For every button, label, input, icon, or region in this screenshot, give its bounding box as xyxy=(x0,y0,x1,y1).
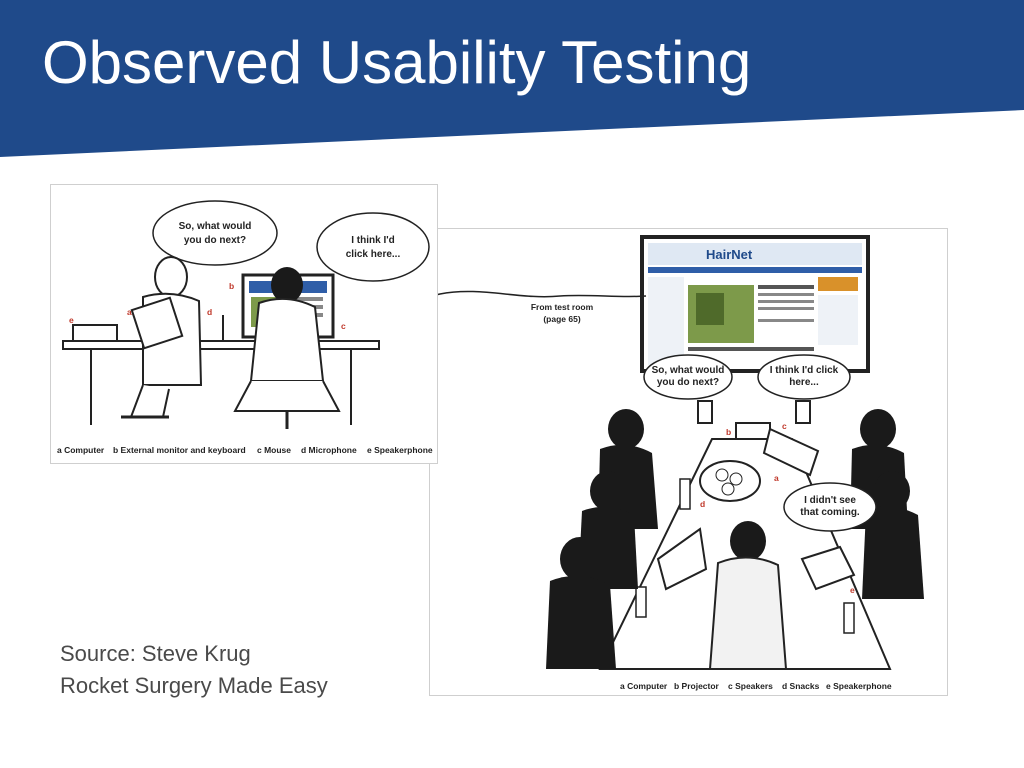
bubble-right-line1: I think I'd click xyxy=(770,365,839,376)
bubble-right-line2: here... xyxy=(789,377,819,388)
bubble-observer-line1: I didn't see xyxy=(804,495,856,506)
marker-d: d xyxy=(700,499,705,509)
marker-c: c xyxy=(341,321,346,331)
caption-b: b External monitor and keyboard xyxy=(113,445,246,455)
source-citation: Source: Steve Krug Rocket Surgery Made E… xyxy=(60,638,328,702)
bubble-participant-line2: click here... xyxy=(346,249,401,260)
bubble-observer-line2: that coming. xyxy=(800,507,860,518)
caption-d: d Snacks xyxy=(782,681,820,691)
connector-label-line1: From test room xyxy=(531,302,594,312)
caption-b: b Projector xyxy=(674,681,720,691)
bubble-facilitator-line2: you do next? xyxy=(184,235,246,246)
bubble-facilitator-line1: So, what would xyxy=(179,221,252,232)
slide-title: Observed Usability Testing xyxy=(42,29,752,96)
screen-site-name: HairNet xyxy=(706,247,753,262)
bubble-left-line1: So, what would xyxy=(652,365,725,376)
title-banner xyxy=(0,0,1024,157)
marker-a: a xyxy=(127,307,132,317)
source-book: Rocket Surgery Made Easy xyxy=(60,673,328,698)
caption-c: c Mouse xyxy=(257,445,291,455)
caption-e: e Speakerphone xyxy=(826,681,892,691)
bubble-left-line2: you do next? xyxy=(657,377,719,388)
caption-e: e Speakerphone xyxy=(367,445,433,455)
marker-a: a xyxy=(774,473,779,483)
caption-d: d Microphone xyxy=(301,445,357,455)
source-author: Source: Steve Krug xyxy=(60,641,251,666)
caption-a: a Computer xyxy=(620,681,668,691)
marker-c: c xyxy=(782,421,787,431)
marker-e: e xyxy=(850,585,855,595)
marker-e: e xyxy=(69,315,74,325)
bubble-participant-line1: I think I'd xyxy=(351,235,395,246)
marker-d: d xyxy=(207,307,212,317)
caption-a: a Computer xyxy=(57,445,105,455)
test-room-illustration: So, what would you do next? I think I'd … xyxy=(50,184,438,464)
observation-room-illustration: HairNet So, what would you do next? I th… xyxy=(429,228,948,696)
marker-b: b xyxy=(229,281,234,291)
caption-c: c Speakers xyxy=(728,681,773,691)
connector-label-line2: (page 65) xyxy=(543,314,580,324)
marker-b: b xyxy=(726,427,731,437)
